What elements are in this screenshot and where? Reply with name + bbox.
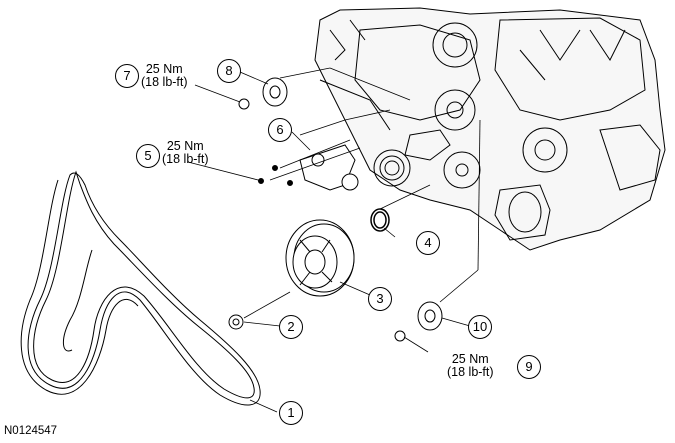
- torque-imperial: (18 lb-ft): [162, 152, 209, 166]
- callout-5: 5: [136, 144, 160, 168]
- torque-imperial: (18 lb-ft): [447, 365, 494, 379]
- drive-belt: [20, 170, 261, 406]
- callout-8: 8: [217, 59, 241, 83]
- callout-10: 10: [468, 315, 492, 339]
- engine-assembly: [314, 7, 666, 251]
- belt-tensioner: [299, 144, 359, 191]
- torque-metric: 25 Nm: [451, 352, 489, 366]
- crankshaft-damper: [285, 219, 355, 297]
- callout-7: 7: [115, 64, 139, 88]
- figure-id: N0124547: [4, 425, 58, 437]
- callout-4: 4: [416, 231, 440, 255]
- torque-imperial: (18 lb-ft): [141, 75, 188, 89]
- torque-metric: 25 Nm: [166, 139, 204, 153]
- callout-1: 1: [279, 401, 303, 425]
- crankshaft-seal: [370, 208, 390, 232]
- callout-6: 6: [268, 118, 292, 142]
- damper-bolt: [228, 314, 244, 330]
- callout-9: 9: [517, 355, 541, 379]
- idler-pulley-lower: [394, 301, 443, 342]
- callout-3: 3: [368, 287, 392, 311]
- torque-spec-7: 25 Nm (18 lb-ft): [141, 63, 188, 89]
- tensioner-bolts: [258, 165, 293, 186]
- leader-lines: [187, 67, 481, 413]
- torque-spec-9: 25 Nm (18 lb-ft): [447, 353, 494, 379]
- idler-pulley-upper: [238, 77, 288, 110]
- torque-spec-5: 25 Nm (18 lb-ft): [162, 140, 209, 166]
- torque-metric: 25 Nm: [145, 62, 183, 76]
- callout-2: 2: [279, 315, 303, 339]
